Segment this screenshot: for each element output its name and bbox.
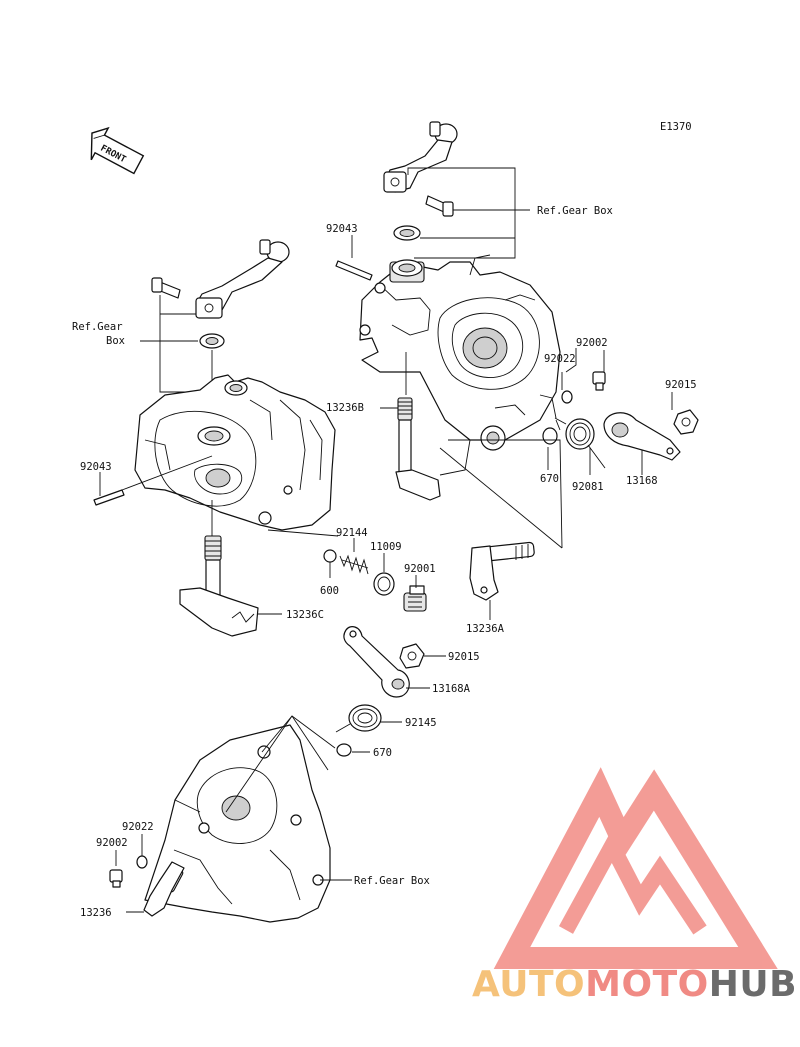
label-13168A: 13168A [432,683,471,695]
label-13236A: 13236A [466,623,505,635]
gear-box-housing-lower [144,724,331,923]
label-ref-gear-box-bottom: Ref.Gear Box [354,875,430,887]
watermark-triangle-outer [493,767,778,969]
label-92144: 92144 [336,527,368,539]
label-92145: 92145 [405,717,437,729]
shift-shaft-13236C [179,535,259,637]
spring-92145 [335,704,382,733]
label-92001: 92001 [404,563,436,575]
label-92015-mid: 92015 [448,651,480,663]
label-92043-left: 92043 [80,461,112,473]
watermark-text: AUTOMOTOHUB [472,964,797,1005]
diagram-code: E1370 [660,121,692,133]
label-13236B: 13236B [326,402,364,414]
arm-13168A [343,626,410,698]
shift-arm-left [195,239,290,319]
svg-text:AUTOMOTOHUB: AUTOMOTOHUB [472,964,797,1005]
shift-shaft-13236B [395,397,441,501]
label-92002-bottom: 92002 [96,837,128,849]
oring-670-mid [336,743,352,757]
label-670-right: 670 [540,473,559,485]
arm-13168 [603,412,681,461]
plug-92001 [403,585,427,612]
label-92002-right: 92002 [576,337,608,349]
washer-92022-bottom [136,855,148,869]
washer-92022-right [561,390,573,404]
bolt-left [151,277,181,299]
label-92081: 92081 [572,481,604,493]
watermark-logo-icon [493,767,778,969]
label-11009: 11009 [370,541,402,553]
label-ref-gear-left-2: Box [106,335,125,347]
label-670-mid: 670 [373,747,392,759]
watermark-hub: HUB [709,964,797,1005]
label-92022-right: 92022 [544,353,576,365]
gear-box-housing-right [359,254,561,476]
label-13168: 13168 [626,475,658,487]
label-13236C: 13236C [286,609,324,621]
label-ref-gear-box-top: Ref.Gear Box [537,205,613,217]
label-92043-top: 92043 [326,223,358,235]
label-92015-right: 92015 [665,379,697,391]
shift-shaft-13236A [469,541,535,601]
label-ref-gear-left-1: Ref.Gear [72,321,123,333]
bolt-92002-right [592,371,606,391]
shift-shaft-13236 [143,861,185,917]
spring-92144 [339,554,369,575]
label-600: 600 [320,585,339,597]
oil-seal-left [199,333,225,349]
gear-box-housing-left [134,374,336,531]
spring-92081 [554,417,606,469]
bolt-top [425,195,454,217]
pin-left [93,489,125,506]
label-92022-bottom: 92022 [122,821,154,833]
watermark-auto: AUTO [472,964,585,1005]
ball-600 [323,549,337,563]
nut-92015-mid [399,643,425,669]
bolt-92002-bottom [109,869,123,888]
oring-670-right [542,427,558,445]
gasket-11009 [373,572,395,596]
watermark-triangle-inner [558,828,707,935]
watermark-moto: MOTO [585,964,709,1005]
part-labels: 92043 Ref.Gear Box Ref.Gear Box 92002 92… [72,205,697,919]
front-arrow-icon: FRONT [90,126,145,175]
pin-top [335,260,373,281]
shift-arm-upper [383,121,458,193]
label-13236: 13236 [80,907,112,919]
nut-92015-right [673,409,699,435]
oil-seal-top [393,225,421,241]
